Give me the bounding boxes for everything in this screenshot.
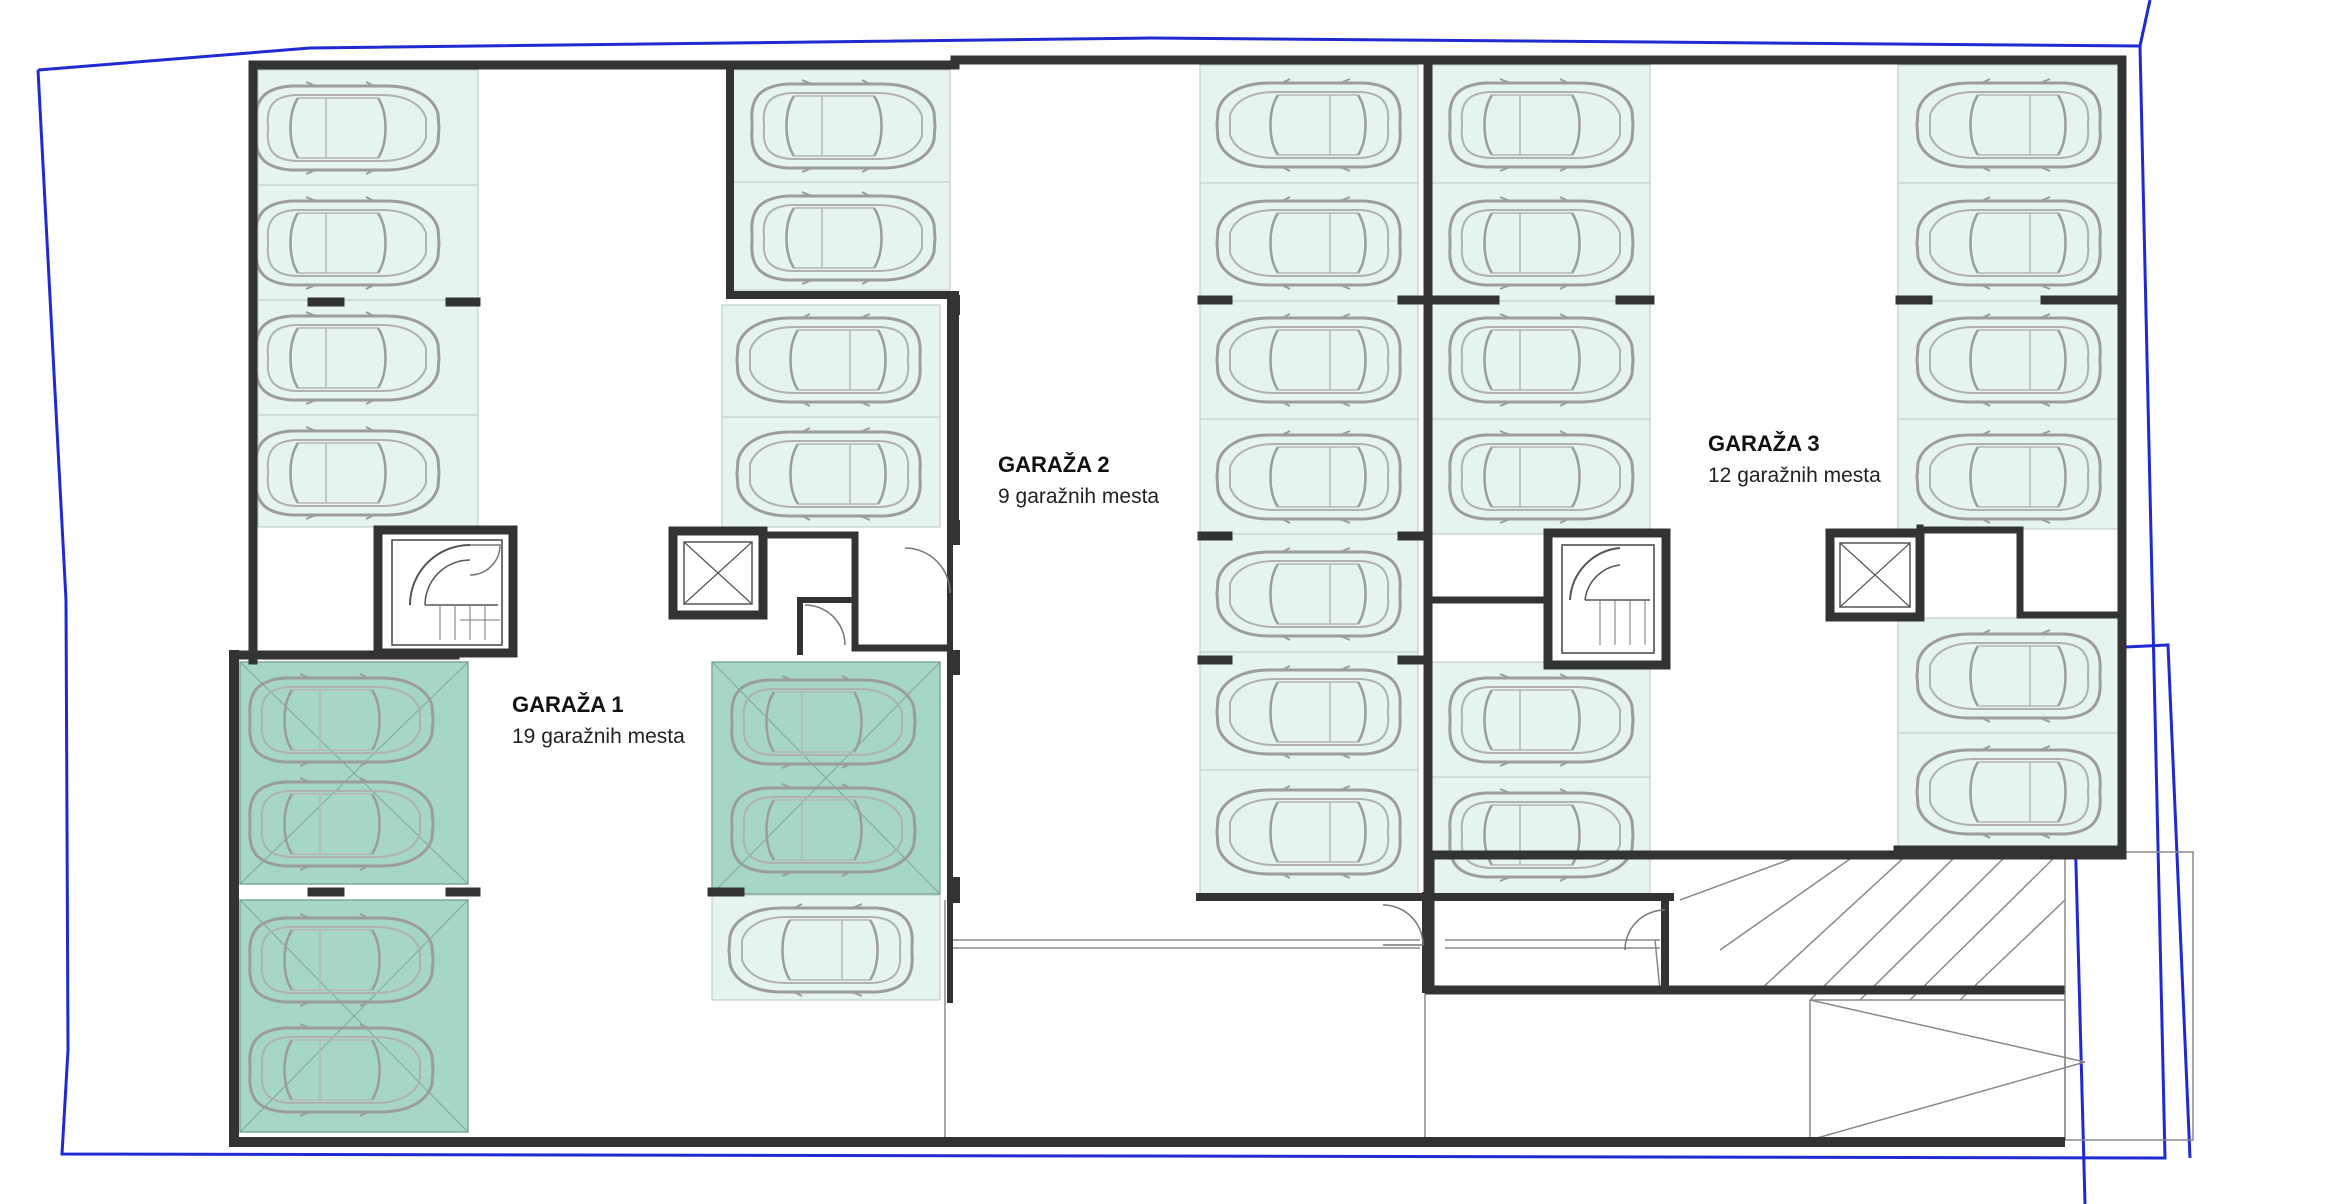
door-swings: [469, 544, 1666, 951]
parking-spot: [1199, 182, 1419, 302]
parking-spot: [1199, 769, 1419, 896]
parking-spots: [239, 64, 2119, 1133]
parking-spot: [254, 414, 479, 528]
parking-spot: [1199, 64, 1419, 184]
interior-wall: [726, 61, 959, 532]
parking-spot: [1429, 418, 1651, 535]
parking-spot: [254, 69, 479, 186]
parking-spot: [1199, 533, 1419, 653]
stairwell-1: [373, 525, 518, 658]
parking-spot: [729, 69, 951, 183]
garage-2-capacity: 9 garažnih mesta: [998, 485, 1159, 508]
parking-spot: [1429, 776, 1651, 896]
ramp-area: [944, 851, 2194, 1142]
outer-wall: [248, 55, 2127, 995]
shaft-1: [763, 531, 951, 655]
garage-1-title: GARAŽA 1: [512, 692, 624, 717]
garage-2-label: GARAŽA 2 9 garažnih mesta: [998, 452, 1159, 508]
garage-1-capacity: 19 garažnih mesta: [512, 725, 685, 748]
parking-spot: [1897, 732, 2119, 852]
parking-spot: [1429, 182, 1651, 302]
stacker-spot: [239, 661, 469, 885]
parking-spot: [1897, 64, 2119, 184]
stacker-spot: [239, 899, 469, 1133]
boundary-line: [2138, 0, 2152, 47]
parking-spot: [711, 894, 941, 1001]
garage-2-title: GARAŽA 2: [998, 452, 1110, 477]
interior-wall: [1916, 524, 2126, 619]
elevator-1: [668, 526, 768, 620]
stairwell-2: [1543, 528, 1671, 670]
garage-3-label: GARAŽA 3 12 garažnih mesta: [1708, 431, 1881, 487]
parking-spot: [1897, 182, 2119, 302]
parking-spot: [1199, 300, 1419, 420]
parking-spot: [1199, 418, 1419, 535]
parking-spot: [1897, 418, 2119, 530]
parking-spot: [1429, 300, 1651, 420]
garage-3-title: GARAŽA 3: [1708, 431, 1820, 456]
parking-spot: [1897, 300, 2119, 420]
parking-spot: [729, 181, 951, 291]
outer-wall: [229, 650, 2065, 1147]
parking-spot: [254, 184, 479, 301]
parking-spot: [1429, 64, 1651, 184]
parking-spot: [721, 416, 941, 528]
parking-spot: [254, 299, 479, 416]
parking-spot: [721, 304, 941, 418]
garage-1-label: GARAŽA 1 19 garažnih mesta: [512, 692, 685, 748]
parking-spot: [1897, 617, 2119, 734]
garage-3-capacity: 12 garažnih mesta: [1708, 464, 1881, 487]
parking-spot: [1429, 661, 1651, 778]
boundary-line: [36, 36, 2167, 1160]
parking-spot: [1199, 651, 1419, 771]
stacker-spot: [711, 661, 941, 895]
elevator-2: [1825, 528, 1925, 622]
